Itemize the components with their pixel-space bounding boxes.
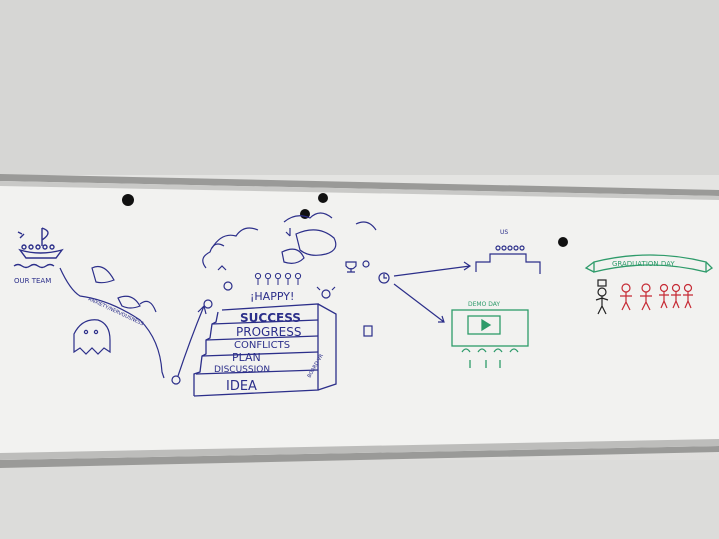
graduation-label: GRADUATION DAY [612,260,675,268]
graduates-drawing [595,279,693,315]
graduation-banner [584,254,714,273]
success-stairs [193,303,337,397]
wall-bottom [0,460,719,539]
branch-arrows [393,261,472,323]
stair-discussion: DISCUSSION [214,365,270,375]
our-team-label: OUR TEAM [14,277,51,285]
stair-idea: IDEA [226,379,257,394]
team-boat-drawing [13,227,64,269]
thought-clouds [202,212,377,309]
magnet-4 [558,237,568,247]
podium-drawing [475,245,541,274]
magnet-1 [122,194,134,206]
happy-label: ¡HAPPY! [250,290,294,303]
stair-conflicts: CONFLICTS [234,340,290,351]
whiteboard-surface [0,181,719,460]
wall-top [0,0,719,175]
trophy-icons [316,260,390,337]
demo-day-label: DEMO DAY [468,301,500,308]
stair-progress: PROGRESS [236,325,301,339]
podium-label: US [500,229,508,236]
happy-people [254,272,302,285]
demo-day-drawing [451,309,529,368]
stair-plan: PLAN [232,351,261,364]
stair-success: SUCCESS [240,311,301,325]
magnet-3 [318,193,328,203]
